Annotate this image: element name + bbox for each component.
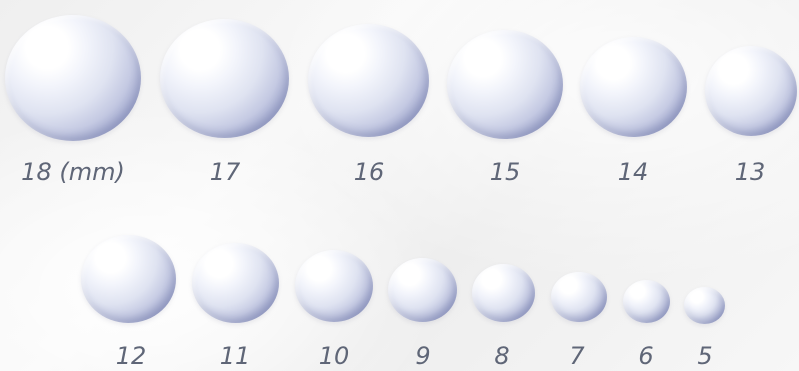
pearl-6mm (623, 280, 670, 323)
size-label-15mm: 15 (490, 160, 521, 184)
size-label-5mm: 5 (697, 344, 712, 368)
size-label-9mm: 9 (415, 344, 430, 368)
pearl-13mm (705, 46, 797, 136)
pearl-12mm (81, 235, 176, 323)
size-label-11mm: 11 (220, 344, 251, 368)
size-label-18mm: 18 (mm) (21, 160, 125, 184)
size-label-7mm: 7 (569, 344, 584, 368)
pearl-18mm (5, 15, 141, 141)
pearl-10mm (295, 250, 373, 322)
size-label-8mm: 8 (494, 344, 509, 368)
size-label-12mm: 12 (116, 344, 147, 368)
pearl-8mm (472, 264, 535, 322)
size-label-10mm: 10 (319, 344, 350, 368)
pearl-5mm (684, 287, 725, 324)
pearl-7mm (551, 272, 607, 322)
size-label-6mm: 6 (638, 344, 653, 368)
size-label-13mm: 13 (735, 160, 766, 184)
pearl-11mm (192, 243, 279, 323)
pearl-9mm (388, 258, 457, 322)
size-label-14mm: 14 (618, 160, 649, 184)
pearl-17mm (160, 19, 289, 138)
pearl-14mm (580, 37, 687, 137)
pearl-16mm (308, 24, 429, 137)
size-label-16mm: 16 (354, 160, 385, 184)
size-label-17mm: 17 (210, 160, 241, 184)
pearl-15mm (447, 30, 563, 139)
